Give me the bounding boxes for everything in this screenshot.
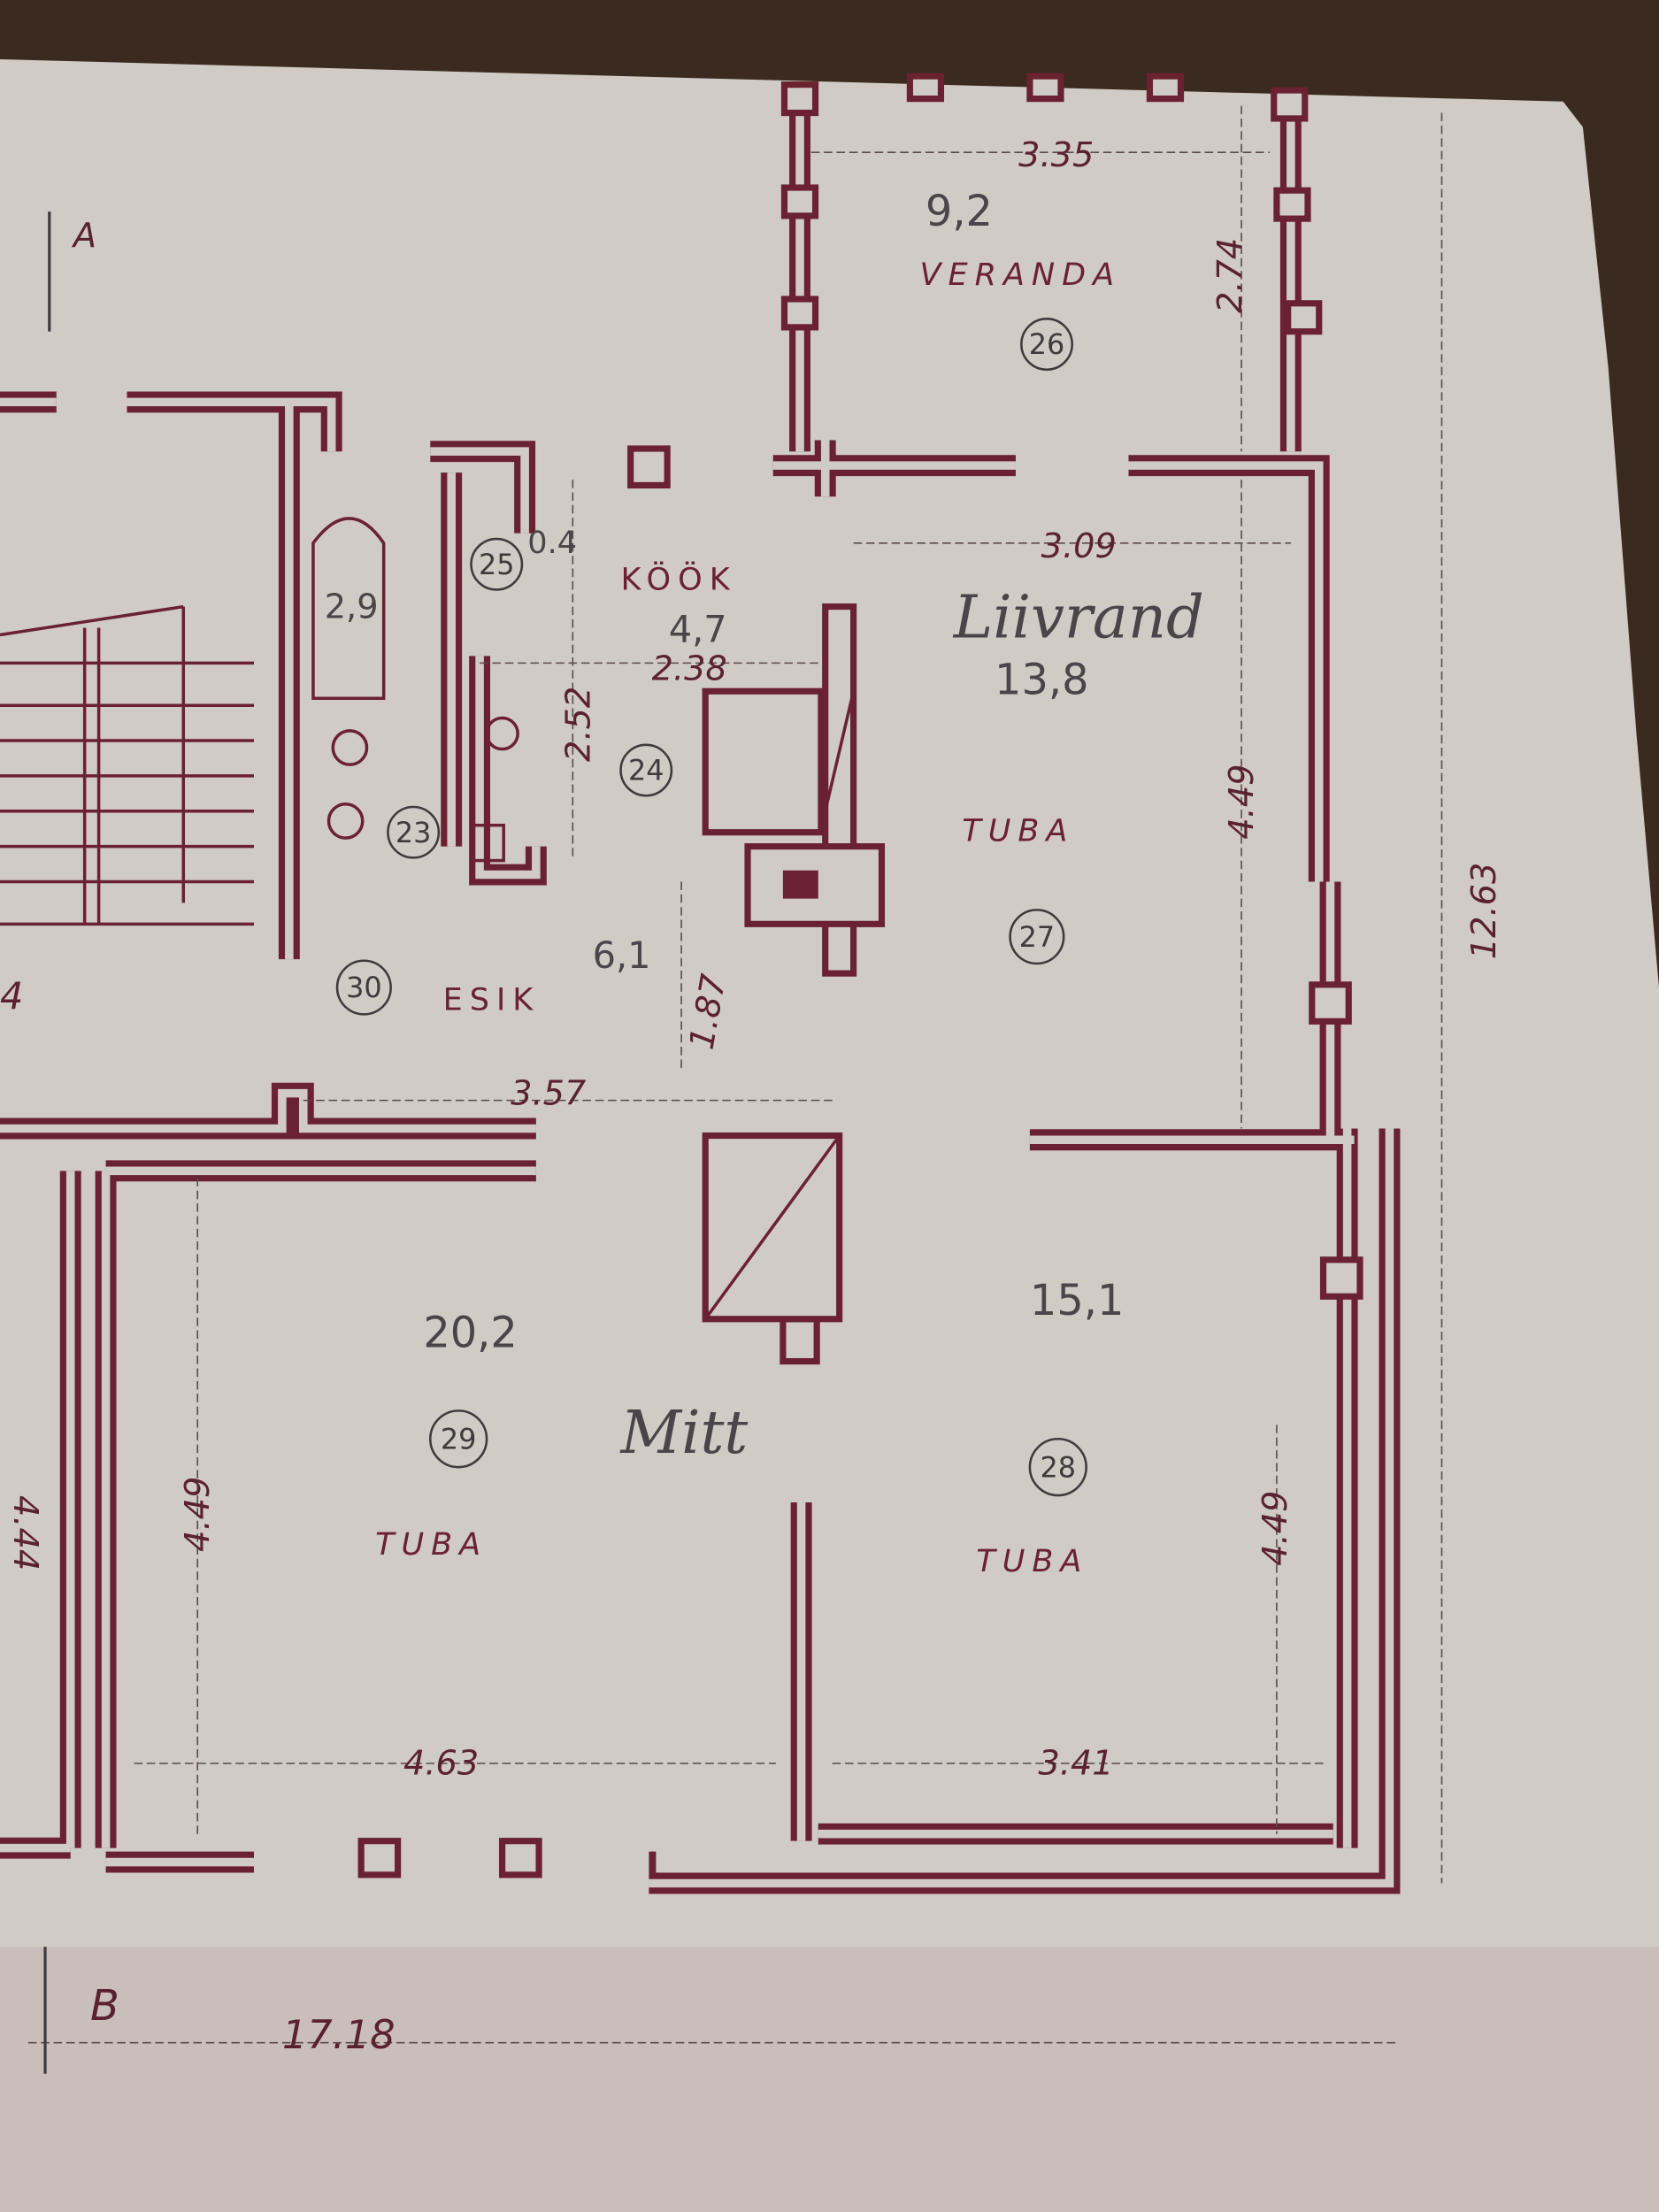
kitchen-label: KÖÖK bbox=[621, 560, 737, 597]
staircase bbox=[0, 604, 254, 926]
stoves bbox=[702, 603, 886, 1323]
room28-width: 3.41 bbox=[1038, 1744, 1113, 1784]
paper-shadow-bottom bbox=[0, 1947, 1659, 2212]
room28-area: 15,1 bbox=[1030, 1277, 1125, 1325]
kitchen-depth: 2.52 bbox=[558, 687, 598, 762]
living-handwritten-name: Liivrand bbox=[952, 583, 1204, 652]
walls bbox=[0, 73, 1443, 2044]
section-mark-b: B bbox=[90, 1982, 119, 2031]
window-posts bbox=[357, 73, 1363, 1878]
dimension-lines bbox=[27, 105, 1443, 2044]
labels: A B 3.35 9,2 VERANDA 2.74 26 25 0.4 2,9 … bbox=[0, 135, 1504, 2058]
room29-area: 20,2 bbox=[423, 1310, 517, 1358]
wc-dim: 0.4 bbox=[527, 525, 577, 561]
room28-depth: 4.49 bbox=[1256, 1491, 1295, 1566]
bathroom-fixtures bbox=[311, 517, 519, 863]
overall-depth: 12.63 bbox=[1464, 863, 1504, 960]
room-number-23: 23 bbox=[396, 816, 432, 849]
overall-width: 17.18 bbox=[282, 2012, 396, 2058]
room29-depth: 4.49 bbox=[178, 1477, 218, 1552]
room-number-24: 24 bbox=[628, 754, 664, 787]
room-number-28: 28 bbox=[1041, 1450, 1077, 1484]
hall-label: ESIK bbox=[443, 982, 541, 1018]
room29-label: TUBA bbox=[375, 1526, 488, 1563]
room-number-25: 25 bbox=[479, 548, 515, 581]
living-label: TUBA bbox=[962, 812, 1074, 849]
kitchen-area: 4,7 bbox=[669, 608, 727, 650]
hall-width: 3.57 bbox=[511, 1073, 586, 1113]
room-number-29: 29 bbox=[441, 1422, 477, 1455]
living-area: 13,8 bbox=[995, 656, 1089, 704]
room-number-27: 27 bbox=[1019, 920, 1056, 954]
veranda-depth: 2.74 bbox=[1210, 238, 1250, 313]
room28-label: TUBA bbox=[976, 1543, 1088, 1579]
living-width: 3.09 bbox=[1041, 526, 1117, 566]
room-number-26: 26 bbox=[1029, 327, 1065, 361]
left-room-depth: 4.44 bbox=[5, 1495, 45, 1571]
veranda-area: 9,2 bbox=[926, 188, 993, 236]
hall-area: 6,1 bbox=[593, 934, 651, 977]
room29-handwritten-name: Mitt bbox=[619, 1398, 749, 1467]
kitchen-width: 2.38 bbox=[652, 649, 727, 688]
room29-width: 4.63 bbox=[403, 1744, 479, 1784]
left-partial-label: 4 bbox=[0, 975, 23, 1018]
living-depth: 4.49 bbox=[1222, 764, 1262, 839]
section-mark-a: A bbox=[71, 216, 96, 256]
veranda-label: VERANDA bbox=[920, 257, 1122, 293]
room-number-30: 30 bbox=[346, 971, 382, 1004]
veranda-width: 3.35 bbox=[1018, 135, 1094, 175]
bath-area: 2,9 bbox=[325, 587, 379, 626]
